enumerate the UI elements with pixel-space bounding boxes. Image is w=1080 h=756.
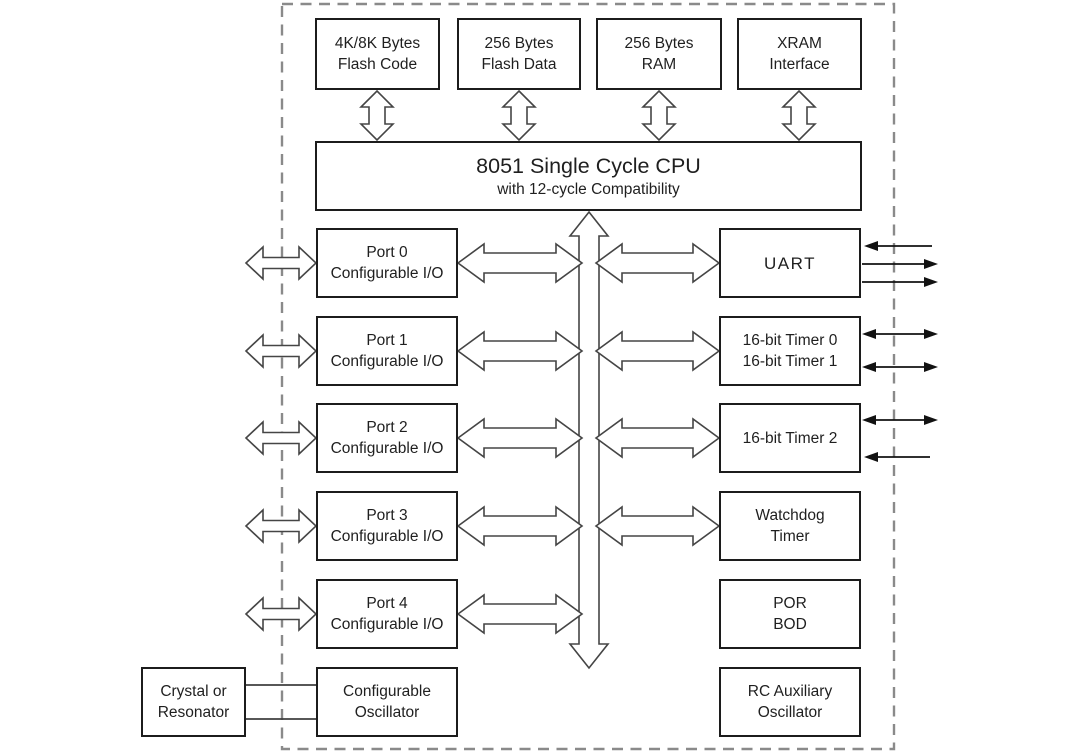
block-label: BOD bbox=[773, 616, 807, 633]
system-bus-arrow bbox=[568, 210, 610, 670]
block-ram: 256 Bytes RAM bbox=[596, 18, 722, 90]
flash-data-cpu-arrow bbox=[501, 89, 537, 142]
block-watchdog-timer: Watchdog Timer bbox=[719, 491, 861, 561]
block-port-2: Port 2 Configurable I/O bbox=[316, 403, 458, 473]
block-label: Configurable I/O bbox=[330, 616, 444, 633]
block-label: 256 Bytes bbox=[484, 35, 554, 52]
flash-code-cpu-arrow bbox=[359, 89, 395, 142]
port2-pins-arrow bbox=[244, 420, 318, 456]
block-label: Crystal or bbox=[160, 683, 227, 700]
block-label: 16-bit Timer 1 bbox=[742, 353, 838, 370]
block-label: 4K/8K Bytes bbox=[334, 35, 421, 52]
uart-output-arrow-1 bbox=[862, 259, 938, 269]
block-port-0: Port 0 Configurable I/O bbox=[316, 228, 458, 298]
block-timer-0-1: 16-bit Timer 0 16-bit Timer 1 bbox=[719, 316, 861, 386]
bus-timer2-arrow bbox=[594, 417, 721, 459]
bus-watchdog-arrow bbox=[594, 505, 721, 547]
block-label: UART bbox=[764, 253, 816, 273]
block-label: Configurable I/O bbox=[330, 265, 444, 282]
block-crystal-resonator: Crystal or Resonator bbox=[141, 667, 246, 737]
block-rc-aux-oscillator: RC Auxiliary Oscillator bbox=[719, 667, 861, 737]
bus-timer01-arrow bbox=[594, 330, 721, 372]
block-flash-data: 256 Bytes Flash Data bbox=[457, 18, 581, 90]
cpu-title: 8051 Single Cycle CPU bbox=[476, 153, 701, 178]
block-label: RC Auxiliary bbox=[747, 683, 833, 700]
block-label: XRAM bbox=[777, 35, 822, 52]
block-port-4: Port 4 Configurable I/O bbox=[316, 579, 458, 649]
timer01-pin-arrow-2 bbox=[862, 362, 938, 372]
block-label: POR bbox=[773, 595, 807, 612]
block-label: Configurable bbox=[343, 683, 431, 700]
block-label: 16-bit Timer 2 bbox=[742, 429, 838, 447]
block-label: 16-bit Timer 0 bbox=[742, 332, 838, 349]
port3-bus-arrow bbox=[456, 505, 584, 547]
block-label: Port 2 bbox=[366, 419, 408, 436]
block-label: Port 4 bbox=[366, 595, 408, 612]
ram-cpu-arrow bbox=[641, 89, 677, 142]
block-label: Oscillator bbox=[757, 704, 823, 721]
port4-bus-arrow bbox=[456, 593, 584, 635]
block-label: Flash Code bbox=[337, 56, 418, 73]
block-flash-code: 4K/8K Bytes Flash Code bbox=[315, 18, 440, 90]
bus-uart-arrow bbox=[594, 242, 721, 284]
block-cpu: 8051 Single Cycle CPU with 12-cycle Comp… bbox=[315, 141, 862, 211]
port0-bus-arrow bbox=[456, 242, 584, 284]
timer2-input-arrow bbox=[864, 452, 930, 462]
block-label: Interface bbox=[769, 56, 830, 73]
block-label: Watchdog bbox=[755, 507, 825, 524]
block-label: Port 1 bbox=[366, 332, 408, 349]
block-label: Oscillator bbox=[354, 704, 420, 721]
block-por-bod: POR BOD bbox=[719, 579, 861, 649]
xram-cpu-arrow bbox=[781, 89, 817, 142]
chip-boundary bbox=[280, 2, 896, 751]
block-label: Port 0 bbox=[366, 244, 408, 261]
block-uart: UART bbox=[719, 228, 861, 298]
block-configurable-oscillator: Configurable Oscillator bbox=[316, 667, 458, 737]
cpu-subtitle: with 12-cycle Compatibility bbox=[497, 180, 680, 198]
block-label: Resonator bbox=[157, 704, 230, 721]
block-label: Port 3 bbox=[366, 507, 408, 524]
block-label: Configurable I/O bbox=[330, 528, 444, 545]
block-timer-2: 16-bit Timer 2 bbox=[719, 403, 861, 473]
block-label: Configurable I/O bbox=[330, 353, 444, 370]
uart-output-arrow-2 bbox=[862, 277, 938, 287]
block-xram-interface: XRAM Interface bbox=[737, 18, 862, 90]
port1-bus-arrow bbox=[456, 330, 584, 372]
block-port-3: Port 3 Configurable I/O bbox=[316, 491, 458, 561]
timer2-pin-arrow bbox=[862, 415, 938, 425]
timer01-pin-arrow-1 bbox=[862, 329, 938, 339]
uart-input-arrow bbox=[864, 241, 932, 251]
block-label: Configurable I/O bbox=[330, 440, 444, 457]
block-port-1: Port 1 Configurable I/O bbox=[316, 316, 458, 386]
port2-bus-arrow bbox=[456, 417, 584, 459]
block-label: Flash Data bbox=[481, 56, 557, 73]
block-label: 256 Bytes bbox=[624, 35, 694, 52]
block-label: RAM bbox=[641, 56, 677, 73]
block-label: Timer bbox=[770, 528, 810, 545]
